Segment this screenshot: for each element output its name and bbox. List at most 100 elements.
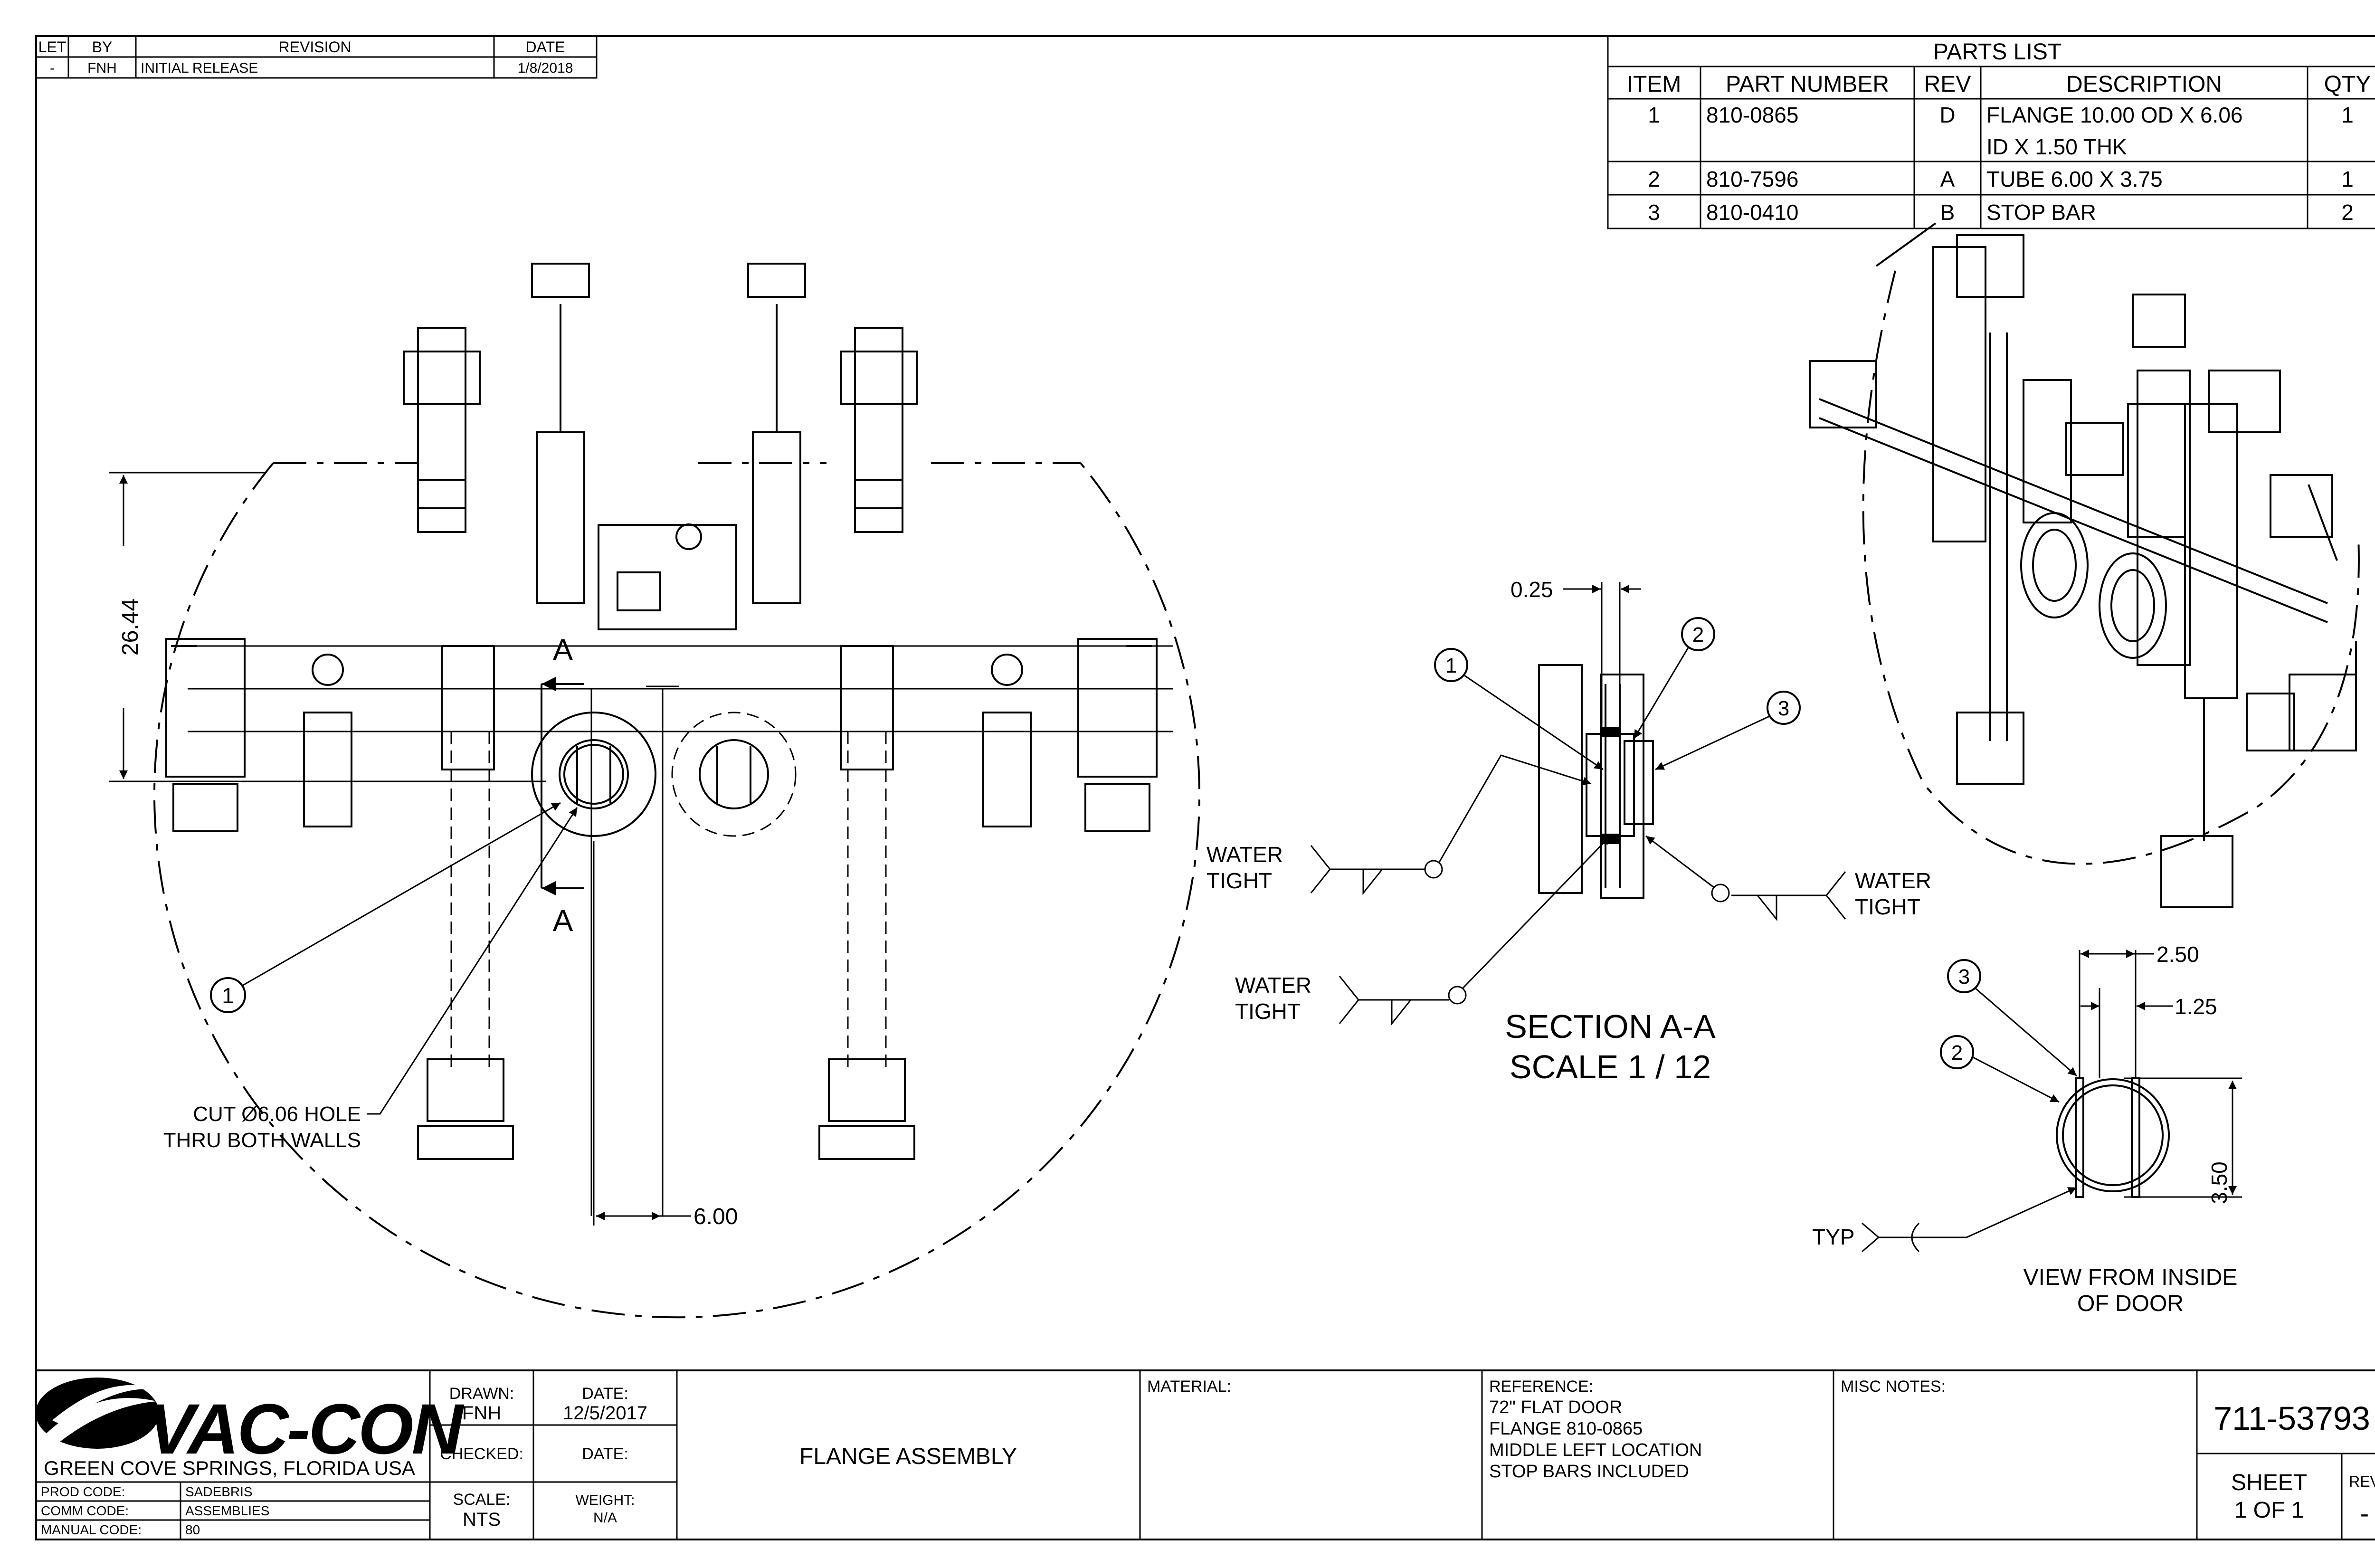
inside-view: 2.50 1.25 3.50 3 2 TYP VIEW FROM INSIDE …	[1812, 942, 2242, 1316]
inside-view-title-line1: VIEW FROM INSIDE	[2024, 1265, 2238, 1290]
section-scale: SCALE 1 / 12	[1510, 1048, 1711, 1085]
manual-code-value: 80	[185, 1522, 200, 1537]
company-location: GREEN COVE SPRINGS, FLORIDA USA	[44, 1457, 415, 1479]
rev-header-by: BY	[92, 38, 113, 56]
dim-thk-0-25: 0.25	[1510, 577, 1553, 602]
checked-label: CHECKED:	[440, 1445, 523, 1463]
parts-header-qty: QTY	[2324, 72, 2371, 97]
sheet-border	[35, 35, 2375, 1540]
weld-note-3-line2: TIGHT	[1855, 894, 1920, 919]
parts-row3-qty: 2	[2341, 200, 2354, 225]
parts-row2-qty: 1	[2341, 167, 2354, 191]
parts-list-title: PARTS LIST	[1933, 39, 2062, 65]
isometric-view	[1809, 222, 2360, 908]
parts-row1-desc-line1: FLANGE 10.00 OD X 6.06	[1986, 103, 2243, 127]
title-block: VAC-CON GREEN COVE SPRINGS, FLORIDA USA …	[36, 1369, 2375, 1539]
dim-height-26-44: 26.44	[118, 599, 143, 656]
dim-height-3-50: 3.50	[2207, 1161, 2232, 1204]
weight-label: WEIGHT:	[576, 1492, 635, 1508]
rev-row-let: -	[50, 60, 55, 76]
balloon-2-inside	[1940, 1035, 1974, 1069]
prod-code-value: SADEBRIS	[185, 1484, 253, 1499]
reference-line-1: 72" FLAT DOOR	[1489, 1397, 1622, 1417]
reference-label: REFERENCE:	[1489, 1378, 1593, 1396]
parts-row2-rev: A	[1940, 167, 1955, 191]
parts-row2-desc: TUBE 6.00 X 3.75	[1986, 167, 2163, 191]
inside-view-title-line2: OF DOOR	[2077, 1291, 2184, 1316]
rev-header-date: DATE	[526, 38, 565, 56]
balloon-3-inside	[1947, 959, 1981, 993]
sheet-value: 1 OF 1	[2234, 1498, 2304, 1523]
rev-header-let: LET	[38, 38, 66, 56]
door-outline	[153, 462, 1200, 1319]
balloon-1-front	[210, 977, 246, 1013]
balloon-3-section	[1767, 691, 1801, 725]
drawn-value: FNH	[462, 1403, 501, 1424]
parts-row1-qty: 1	[2341, 103, 2354, 127]
prod-code-label: PROD CODE:	[41, 1484, 125, 1499]
material-label: MATERIAL:	[1147, 1378, 1231, 1396]
balloon-1-section	[1434, 648, 1468, 682]
reference-line-4: STOP BARS INCLUDED	[1489, 1462, 1689, 1482]
balloon-1-section-label: 1	[1445, 654, 1457, 677]
parts-header-description: DESCRIPTION	[2066, 72, 2222, 97]
balloon-2-inside-label: 2	[1951, 1041, 1963, 1064]
rev-header-revision: REVISION	[279, 38, 352, 56]
parts-list: PARTS LIST ITEM PART NUMBER REV DESCRIPT…	[1607, 35, 2375, 229]
weld-note-2-line2: TIGHT	[1235, 999, 1301, 1024]
sheet-label: SHEET	[2231, 1470, 2307, 1495]
weld-note-1-line2: TIGHT	[1206, 868, 1272, 893]
date-label: DATE:	[582, 1385, 628, 1403]
section-title: SECTION A-A	[1505, 1008, 1716, 1045]
weight-value: N/A	[593, 1510, 617, 1526]
parts-row1-part: 810-0865	[1706, 103, 1798, 127]
parts-header-rev: REV	[1924, 72, 1971, 97]
drawn-label: DRAWN:	[449, 1385, 514, 1403]
door-hardware	[165, 263, 1158, 1160]
parts-header-part-number: PART NUMBER	[1726, 72, 1889, 97]
parts-header-item: ITEM	[1627, 72, 1682, 97]
balloon-3-section-label: 3	[1778, 697, 1789, 720]
weld-note-1-line1: WATER	[1206, 842, 1283, 867]
comm-code-value: ASSEMBLIES	[185, 1503, 269, 1518]
reference-line-3: MIDDLE LEFT LOCATION	[1489, 1440, 1702, 1460]
dim-offset-6-00: 6.00	[694, 1204, 738, 1229]
vac-con-logo: VAC-CON	[36, 1378, 466, 1469]
rev-row-date: 1/8/2018	[518, 60, 573, 76]
weld-note-2-line1: WATER	[1235, 973, 1311, 998]
drawing-number: 711-53793	[2214, 1400, 2370, 1437]
cut-note-line1: CUT Ø6.06 HOLE	[193, 1102, 361, 1126]
dim-width-2-50: 2.50	[2156, 942, 2199, 967]
typ-note: TYP	[1812, 1225, 1854, 1249]
parts-row3-item: 3	[1648, 200, 1660, 225]
weld-note-3-line1: WATER	[1855, 868, 1931, 893]
manual-code-label: MANUAL CODE:	[41, 1522, 142, 1537]
parts-row1-rev: D	[1939, 103, 1955, 127]
comm-code-label: COMM CODE:	[41, 1503, 129, 1518]
drawing-title: FLANGE ASSEMBLY	[799, 1444, 1017, 1469]
company-name: VAC-CON	[147, 1389, 465, 1469]
parts-row3-desc: STOP BAR	[1986, 200, 2096, 225]
parts-row2-part: 810-7596	[1706, 167, 1798, 191]
dim-half-1-25: 1.25	[2175, 994, 2217, 1019]
section-marker-bottom: A	[553, 903, 573, 938]
misc-notes-label: MISC NOTES:	[1841, 1378, 1946, 1396]
rev-value: -	[2360, 1498, 2369, 1528]
scale-value: NTS	[463, 1509, 501, 1530]
rev-label: REV	[2349, 1473, 2375, 1490]
date-value: 12/5/2017	[563, 1403, 647, 1424]
balloon-2-section	[1681, 617, 1715, 651]
balloon-2-section-label: 2	[1692, 623, 1704, 646]
front-view: A A 26.44 6.00 1 CUT Ø6.06 HOLE THRU BOT…	[109, 263, 1200, 1319]
rev-row-by: FNH	[87, 60, 117, 76]
rev-row-revision: INITIAL RELEASE	[141, 60, 258, 76]
revision-block: LET BY REVISION DATE - FNH INITIAL RELEA…	[35, 35, 598, 79]
reference-line-2: FLANGE 810-0865	[1489, 1419, 1643, 1439]
parts-row3-part: 810-0410	[1706, 200, 1798, 225]
parts-row1-desc-line2: ID X 1.50 THK	[1986, 134, 2127, 159]
parts-row1-item: 1	[1648, 103, 1660, 127]
cut-note-line2: THRU BOTH WALLS	[163, 1129, 361, 1152]
balloon-1-front-label: 1	[222, 983, 234, 1008]
section-a-a-view: 0.25 1 2 3 WATER TIGHT WATER TIGHT WATER…	[1206, 577, 1931, 1085]
